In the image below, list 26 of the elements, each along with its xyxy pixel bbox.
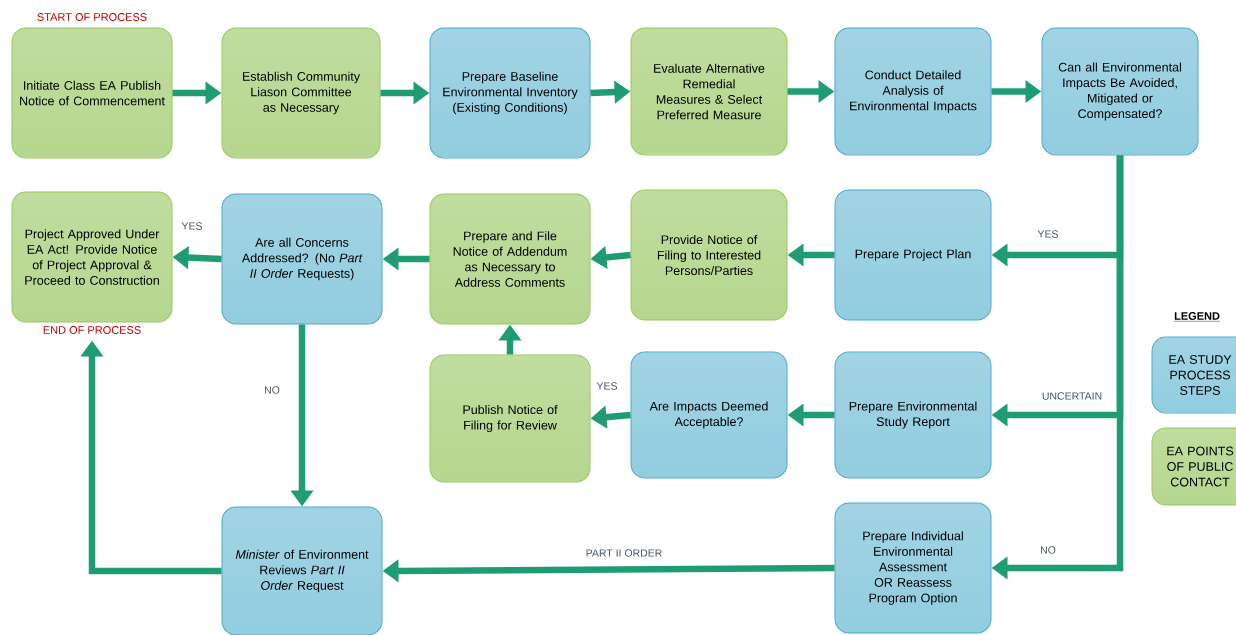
process-marker: END OF PROCESS [43, 326, 141, 334]
process-box: Establish Community Liason Committee as Necessary [221, 27, 381, 159]
edge-label: YES [1036, 229, 1060, 239]
process-box: Minister of Environment Reviews Part II Order Request [221, 506, 383, 635]
process-box: Prepare Individual Environmental Assessment OR Reassess Program Option [834, 502, 992, 634]
edge-label: YES [180, 221, 204, 231]
process-box: Conduct Detailed Analysis of Environmental Impacts [834, 27, 992, 156]
process-box: Provide Notice of Filing to Interested Persons/Parties [630, 189, 788, 321]
edge-label: NO [263, 385, 281, 395]
process-box: Prepare and File Notice of Addendum as Necessary to Address Comments [429, 193, 591, 325]
process-box: Evaluate Alternative Remedial Measures & Select Preferred Measure [630, 27, 788, 156]
decision-box: Are Impacts Deemed Acceptable? [630, 351, 788, 479]
edge-label: UNCERTAIN [1040, 391, 1104, 401]
decision-box: Can all Environmental Impacts Be Avoided, Mitigated or Compensated? [1041, 27, 1199, 156]
process-marker: START OF PROCESS [37, 13, 147, 21]
process-box: Prepare Baseline Environmental Inventory (Existing Conditions) [429, 27, 591, 159]
process-box: Initiate Class EA Publish Notice of Commencement [11, 27, 173, 159]
decision-box: Are all Concerns Addressed? (No Part II Order Requests) [221, 193, 383, 325]
edge-label: NO [1039, 545, 1057, 555]
edge-label: PART II ORDER [584, 548, 664, 558]
legend-heading: LEGEND [1173, 312, 1221, 322]
process-box: Prepare Environmental Study Report [834, 351, 992, 479]
process-box: Prepare Project Plan [834, 189, 992, 321]
process-box: Publish Notice of Filing for Review [429, 354, 591, 483]
edge-label: YES [595, 381, 619, 391]
process-box: Project Approved Under EA Act! Provide Notice of Project Approval & Proceed to Construction [11, 191, 173, 323]
